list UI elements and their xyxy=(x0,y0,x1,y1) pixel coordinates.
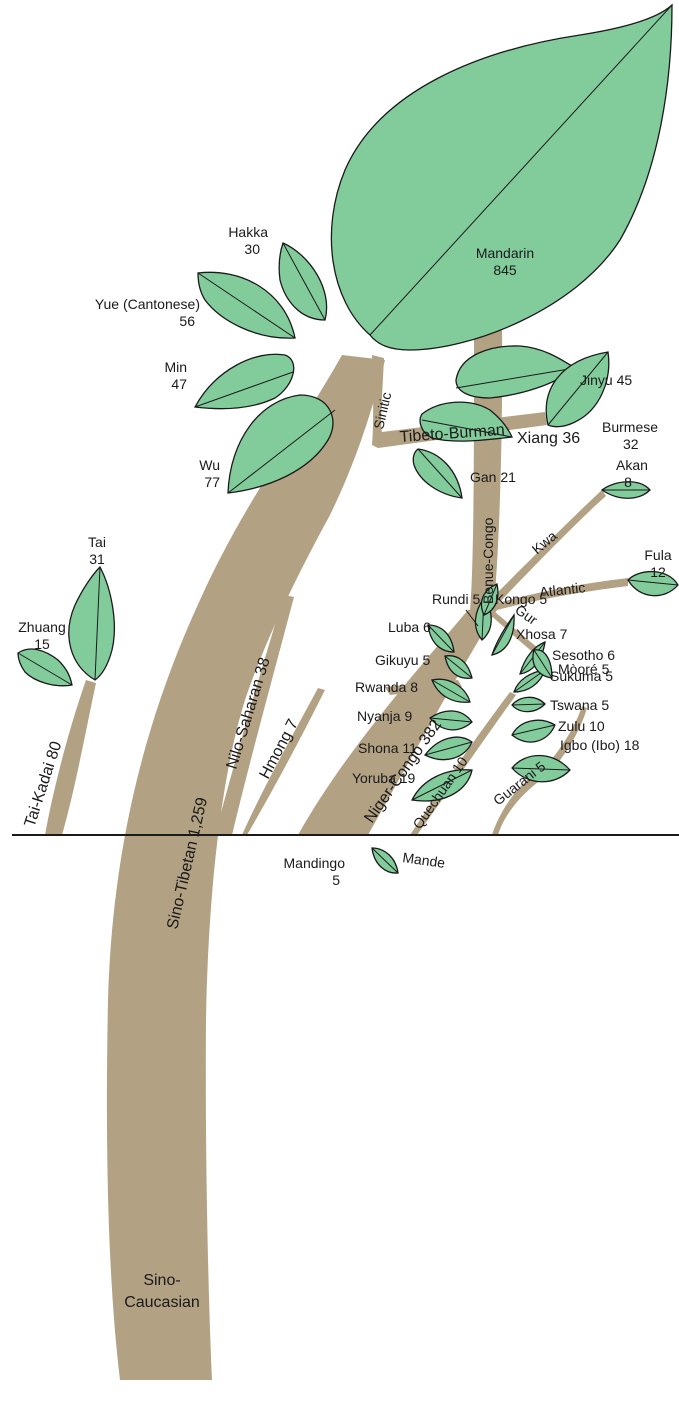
label-mande: Mande xyxy=(402,849,447,871)
leaf-label-zulu: Zulu 10 xyxy=(558,718,605,734)
leaf-tswana xyxy=(512,697,545,711)
leaf-label-igbo: Igbo (Ibo) 18 xyxy=(560,737,640,753)
leaf-mandingo xyxy=(372,848,398,873)
leaf-label-rundi: Rundi 5 xyxy=(432,591,480,607)
leaf-label-moore: Mòoré 5 xyxy=(558,661,610,677)
leaf-label-shona: Shona 11 xyxy=(358,740,417,756)
leaf-zulu xyxy=(512,720,555,742)
leaf-label-xhosa: Xhosa 7 xyxy=(516,626,568,642)
leaf-label-xiang: Xiang 36 xyxy=(517,430,580,447)
leaf-label-kongo: Kongo 5 xyxy=(495,591,547,607)
leaf-label-luba: Luba 6 xyxy=(388,619,431,635)
trunks xyxy=(45,325,628,1380)
leaf-label-yoruba: Yoruba 19 xyxy=(352,770,416,786)
leaf-tai xyxy=(69,567,115,680)
leaf-label-jinyu: Jinyu 45 xyxy=(580,372,632,388)
leaf-zhuang xyxy=(18,649,72,686)
leaf-hakka xyxy=(279,243,326,320)
leaf-label-nyanja: Nyanja 9 xyxy=(357,708,412,724)
leaf-mandarin xyxy=(331,5,672,350)
leaf-gan xyxy=(413,449,462,498)
leaf-label-rwanda: Rwanda 8 xyxy=(355,679,418,695)
leaf-label-tswana: Tswana 5 xyxy=(550,697,609,713)
leaf-label-yue: Yue (Cantonese)56 xyxy=(95,296,200,329)
label-benue-congo: Benue-Congo xyxy=(480,517,496,604)
leaf-luba xyxy=(428,625,454,652)
leaf-label-gikuyu: Gikuyu 5 xyxy=(375,652,430,668)
leaf-label-gan: Gan 21 xyxy=(470,469,516,485)
